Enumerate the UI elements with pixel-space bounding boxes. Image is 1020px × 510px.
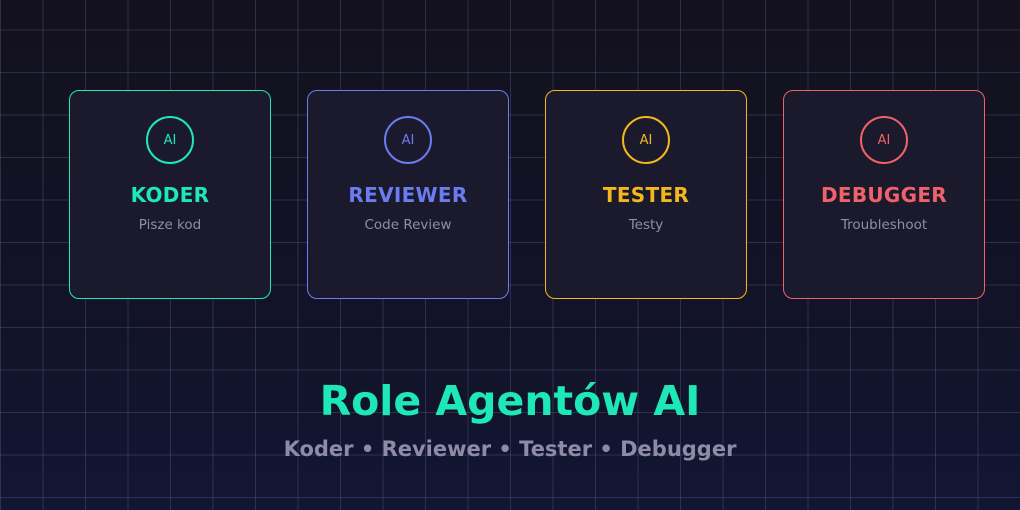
ai-badge-icon: AI xyxy=(860,116,908,164)
card-debugger: AI DEBUGGER Troubleshoot xyxy=(783,90,985,299)
card-koder: AI KODER Pisze kod xyxy=(69,90,271,299)
card-reviewer: AI REVIEWER Code Review xyxy=(307,90,509,299)
role-title: REVIEWER xyxy=(348,183,468,207)
card-tester: AI TESTER Testy xyxy=(545,90,747,299)
role-description: Testy xyxy=(628,217,664,233)
role-description: Troubleshoot xyxy=(840,217,928,233)
ai-badge-icon: AI xyxy=(384,116,432,164)
role-title: KODER xyxy=(130,183,210,207)
ai-badge-icon: AI xyxy=(622,116,670,164)
page-title: Role Agentów AI xyxy=(319,377,701,425)
role-description: Pisze kod xyxy=(138,217,202,233)
role-title: TESTER xyxy=(602,183,690,207)
ai-badge-icon: AI xyxy=(146,116,194,164)
page-subtitle: Koder • Reviewer • Tester • Debugger xyxy=(283,437,737,461)
role-description: Code Review xyxy=(364,217,452,233)
role-title: DEBUGGER xyxy=(820,183,948,207)
